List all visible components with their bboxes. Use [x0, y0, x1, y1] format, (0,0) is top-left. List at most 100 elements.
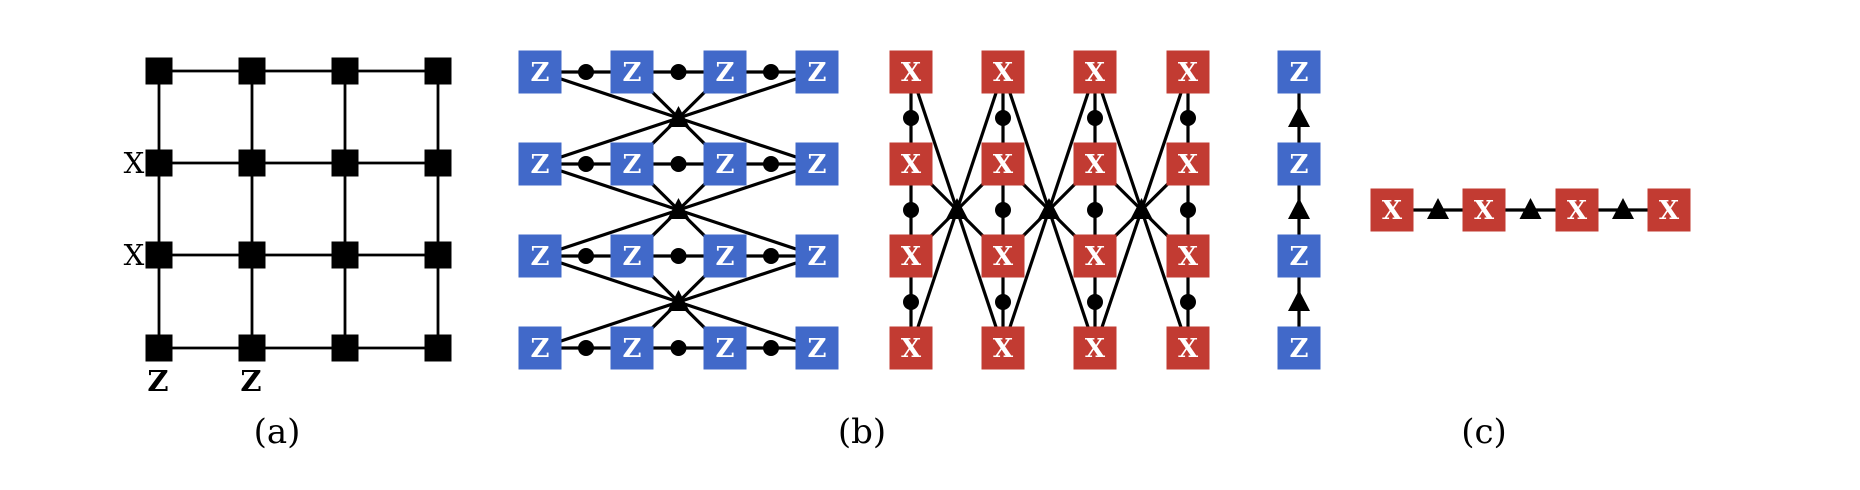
x-stabilizer-node-label: X	[993, 150, 1014, 180]
z-stabilizer-node	[703, 234, 747, 278]
z-stabilizer-node	[518, 142, 562, 186]
x-check-edge	[1047, 71, 1097, 211]
x-stabilizer-node-label: X	[1178, 58, 1199, 88]
virtual-index-dot	[670, 248, 687, 264]
z-chain-node-label: Z	[1290, 150, 1309, 180]
x-chain-node-label: X	[1474, 196, 1495, 226]
x-check-edge	[909, 71, 959, 211]
virtual-index-dot	[995, 202, 1011, 218]
z-stabilizer-node	[795, 142, 839, 186]
x-stabilizer-node	[1073, 234, 1117, 278]
x-stabilizer-node-label: X	[901, 334, 922, 364]
virtual-index-dot	[670, 64, 687, 80]
x-stabilizer-node-label: X	[1085, 58, 1106, 88]
x-check-edge	[1047, 209, 1097, 349]
check-triangle-icon	[667, 198, 690, 219]
panel-a-qubit-node	[238, 241, 266, 269]
x-stabilizer-node	[981, 142, 1025, 186]
x-check-edge	[1093, 209, 1144, 349]
check-triangle-icon	[1038, 198, 1060, 219]
z-stabilizer-node	[795, 326, 839, 370]
z-stabilizer-node	[518, 326, 562, 370]
virtual-index-dot	[1087, 202, 1103, 218]
check-triangle-icon	[667, 290, 690, 311]
check-triangle-icon	[1519, 198, 1542, 219]
z-stabilizer-node-label: Z	[716, 242, 735, 272]
panel-a-qubit-node	[145, 241, 173, 269]
z-check-edge	[677, 70, 818, 120]
z-stabilizer-node	[518, 50, 562, 94]
z-stabilizer-node	[795, 50, 839, 94]
virtual-index-dot	[578, 156, 594, 172]
panel-a-qubit-node	[238, 149, 266, 177]
virtual-index-dot	[1180, 294, 1196, 310]
check-triangle-icon	[1288, 198, 1310, 219]
panel-a-qubit-node	[238, 57, 266, 85]
panel-a-qubit-node	[238, 334, 266, 362]
z-chain-node-label: Z	[1290, 242, 1309, 272]
panel-a-qubit-node	[331, 334, 359, 362]
x-check-edge	[1139, 71, 1190, 211]
x-stabilizer-node-label: X	[1178, 242, 1199, 272]
z-stabilizer-node	[610, 234, 654, 278]
z-check-edge	[539, 208, 680, 258]
virtual-index-dot	[903, 294, 919, 310]
z-stabilizer-node-label: Z	[623, 334, 642, 364]
virtual-index-dot	[763, 156, 779, 172]
x-stabilizer-node	[1073, 50, 1117, 94]
z-stabilizer-node-label: Z	[623, 150, 642, 180]
x-stabilizer-node-label: X	[993, 242, 1014, 272]
z-check-edge	[539, 116, 680, 166]
x-stabilizer-node	[889, 142, 933, 186]
panel-a-qubit-node	[424, 334, 452, 362]
z-stabilizer-node-label: Z	[531, 242, 550, 272]
z-operator-label: Z	[147, 364, 168, 398]
z-stabilizer-node	[703, 326, 747, 370]
check-triangle-icon	[1130, 198, 1153, 219]
x-check-edge	[1139, 209, 1190, 349]
x-chain-node-label: X	[1567, 196, 1588, 226]
z-stabilizer-node	[703, 50, 747, 94]
x-chain-node	[1462, 188, 1506, 232]
virtual-index-dot	[995, 294, 1011, 310]
x-stabilizer-node-label: X	[901, 242, 922, 272]
x-chain-node	[1555, 188, 1599, 232]
x-stabilizer-node	[1166, 234, 1210, 278]
x-stabilizer-node	[1166, 50, 1210, 94]
z-chain-node	[1277, 326, 1321, 370]
caption-c: (c)	[1461, 412, 1507, 452]
z-stabilizer-node-label: Z	[623, 242, 642, 272]
x-stabilizer-node	[1166, 142, 1210, 186]
virtual-index-dot	[995, 110, 1011, 126]
x-stabilizer-node-label: X	[993, 334, 1014, 364]
virtual-index-dot	[1087, 294, 1103, 310]
z-check-edge	[677, 254, 818, 304]
x-chain-node	[1647, 188, 1691, 232]
check-triangle-icon	[1427, 198, 1449, 219]
check-triangle-icon	[1288, 290, 1310, 311]
z-check-edge	[677, 116, 818, 166]
virtual-index-dot	[578, 340, 594, 356]
z-check-edge	[539, 300, 680, 350]
panel-a-qubit-node	[331, 241, 359, 269]
z-check-edge	[677, 162, 818, 212]
x-stabilizer-node-label: X	[1178, 150, 1199, 180]
z-stabilizer-node	[518, 234, 562, 278]
panel-a-qubit-node	[424, 57, 452, 85]
virtual-index-dot	[903, 202, 919, 218]
panel-a-qubit-node	[331, 149, 359, 177]
virtual-index-dot	[763, 248, 779, 264]
z-stabilizer-node-label: Z	[808, 150, 827, 180]
virtual-index-dot	[903, 110, 919, 126]
x-stabilizer-node	[889, 50, 933, 94]
z-stabilizer-node-label: Z	[808, 242, 827, 272]
x-stabilizer-node-label: X	[901, 58, 922, 88]
z-stabilizer-node	[610, 50, 654, 94]
caption-a: (a)	[253, 412, 301, 452]
x-check-edge	[955, 209, 1005, 349]
caption-b: (b)	[837, 412, 887, 452]
virtual-index-dot	[1180, 202, 1196, 218]
x-check-edge	[1093, 71, 1144, 211]
z-stabilizer-node-label: Z	[808, 58, 827, 88]
